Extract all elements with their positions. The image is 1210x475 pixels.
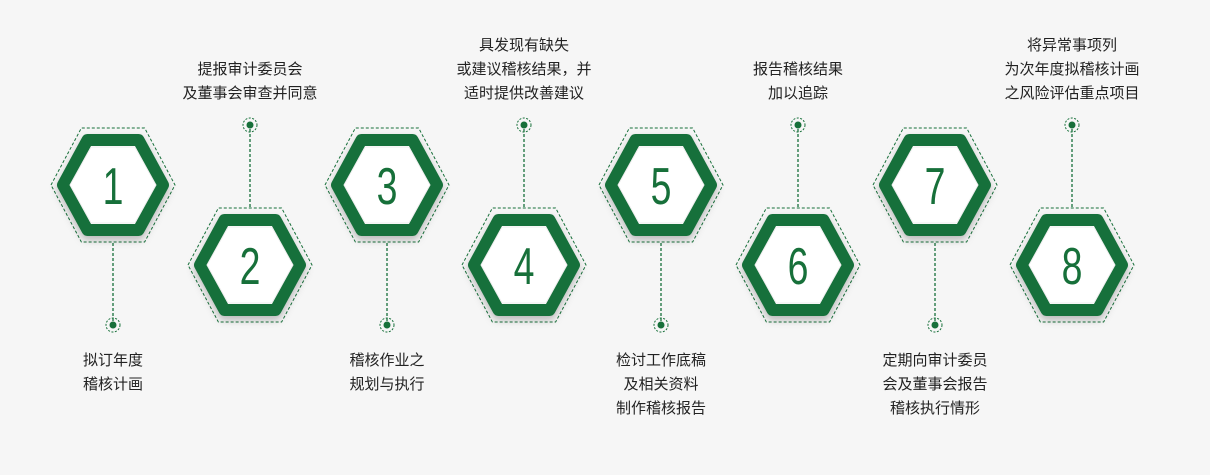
- connector-dot: [931, 321, 939, 329]
- connector-dot: [1068, 121, 1076, 129]
- connector-dot-ring: [242, 117, 258, 133]
- step-label: 具发现有缺失或建议稽核结果，并适时提供改善建议: [424, 33, 624, 105]
- step-6: 6: [735, 117, 861, 323]
- step-number: 1: [103, 157, 124, 216]
- step-number: 8: [1062, 237, 1083, 296]
- connector-dot-ring: [379, 317, 395, 333]
- step-4: 4: [461, 117, 587, 323]
- step-number: 6: [788, 237, 809, 296]
- step-label: 将异常事项列为次年度拟稽核计画之风险评估重点项目: [972, 33, 1172, 105]
- hexagon-dashed-outline: [1009, 207, 1135, 323]
- step-3: 3: [324, 127, 450, 333]
- step-number: 3: [377, 157, 398, 216]
- step-1: 1: [50, 127, 176, 333]
- step-5: 5: [598, 127, 724, 333]
- hexagon-inner: [617, 146, 705, 224]
- step-label-line: 稽核执行情形: [889, 399, 980, 417]
- step-label-line: 稽核计画: [82, 375, 143, 393]
- hexagon-inner: [69, 146, 157, 224]
- connector-dot-ring: [790, 117, 806, 133]
- hexagon-inner: [343, 146, 431, 224]
- connector-dot: [794, 121, 802, 129]
- step-8: 8: [1009, 117, 1135, 323]
- connector-dot: [657, 321, 665, 329]
- step-7: 7: [872, 127, 998, 333]
- connector-dot: [246, 121, 254, 129]
- connector-dot: [383, 321, 391, 329]
- step-label-line: 为次年度拟稽核计画: [1004, 60, 1140, 78]
- hexagon-inner: [206, 226, 294, 304]
- hexagon-inner: [891, 146, 979, 224]
- step-number: 2: [240, 237, 261, 296]
- step-number: 5: [651, 157, 672, 216]
- step-label: 报告稽核结果加以追踪: [698, 57, 898, 105]
- step-2: 2: [187, 117, 313, 323]
- hexagon-dashed-outline: [187, 207, 313, 323]
- step-label-line: 具发现有缺失: [478, 36, 569, 54]
- connector-dot-ring: [1064, 117, 1080, 133]
- step-label-line: 提报审计委员会: [197, 60, 303, 78]
- step-label-line: 及董事会审查并同意: [182, 84, 318, 102]
- connector-dot-ring: [105, 317, 121, 333]
- hexagon-inner: [754, 226, 842, 304]
- connector-dot-ring: [516, 117, 532, 133]
- hexagon-dashed-outline: [50, 127, 176, 243]
- step-label-line: 制作稽核报告: [615, 399, 706, 417]
- step-label-line: 检讨工作底稿: [615, 351, 706, 369]
- step-label-line: 会及董事会报告: [882, 375, 988, 393]
- step-label: 检讨工作底稿及相关资料制作稽核报告: [561, 348, 761, 420]
- step-label-line: 规划与执行: [349, 375, 425, 393]
- step-label-line: 定期向审计委员: [882, 351, 988, 369]
- step-label-line: 之风险评估重点项目: [1004, 84, 1140, 102]
- step-label-line: 将异常事项列: [1026, 36, 1117, 54]
- hexagon-dashed-outline: [735, 207, 861, 323]
- step-label: 稽核作业之规划与执行: [287, 348, 487, 396]
- step-label-line: 拟订年度: [82, 351, 143, 369]
- hexagon-inner: [480, 226, 568, 304]
- step-label: 拟订年度稽核计画: [13, 348, 213, 396]
- hexagon-inner: [1028, 226, 1116, 304]
- step-label: 定期向审计委员会及董事会报告稽核执行情形: [835, 348, 1035, 420]
- step-number: 7: [925, 157, 946, 216]
- hexagon-dashed-outline: [872, 127, 998, 243]
- connector-dot-ring: [653, 317, 669, 333]
- connector-dot-ring: [927, 317, 943, 333]
- step-label-line: 报告稽核结果: [752, 60, 843, 78]
- connector-dot: [109, 321, 117, 329]
- step-label-line: 加以追踪: [767, 84, 828, 102]
- hexagon-dashed-outline: [461, 207, 587, 323]
- step-label-line: 及相关资料: [623, 375, 699, 393]
- connector-dot: [520, 121, 528, 129]
- hexagon-dashed-outline: [598, 127, 724, 243]
- hexagon-dashed-outline: [324, 127, 450, 243]
- step-label-line: 或建议稽核结果，并: [456, 60, 592, 78]
- step-label-line: 适时提供改善建议: [463, 84, 584, 102]
- step-label-line: 稽核作业之: [349, 351, 425, 369]
- step-number: 4: [514, 237, 535, 296]
- step-label: 提报审计委员会及董事会审查并同意: [150, 57, 350, 105]
